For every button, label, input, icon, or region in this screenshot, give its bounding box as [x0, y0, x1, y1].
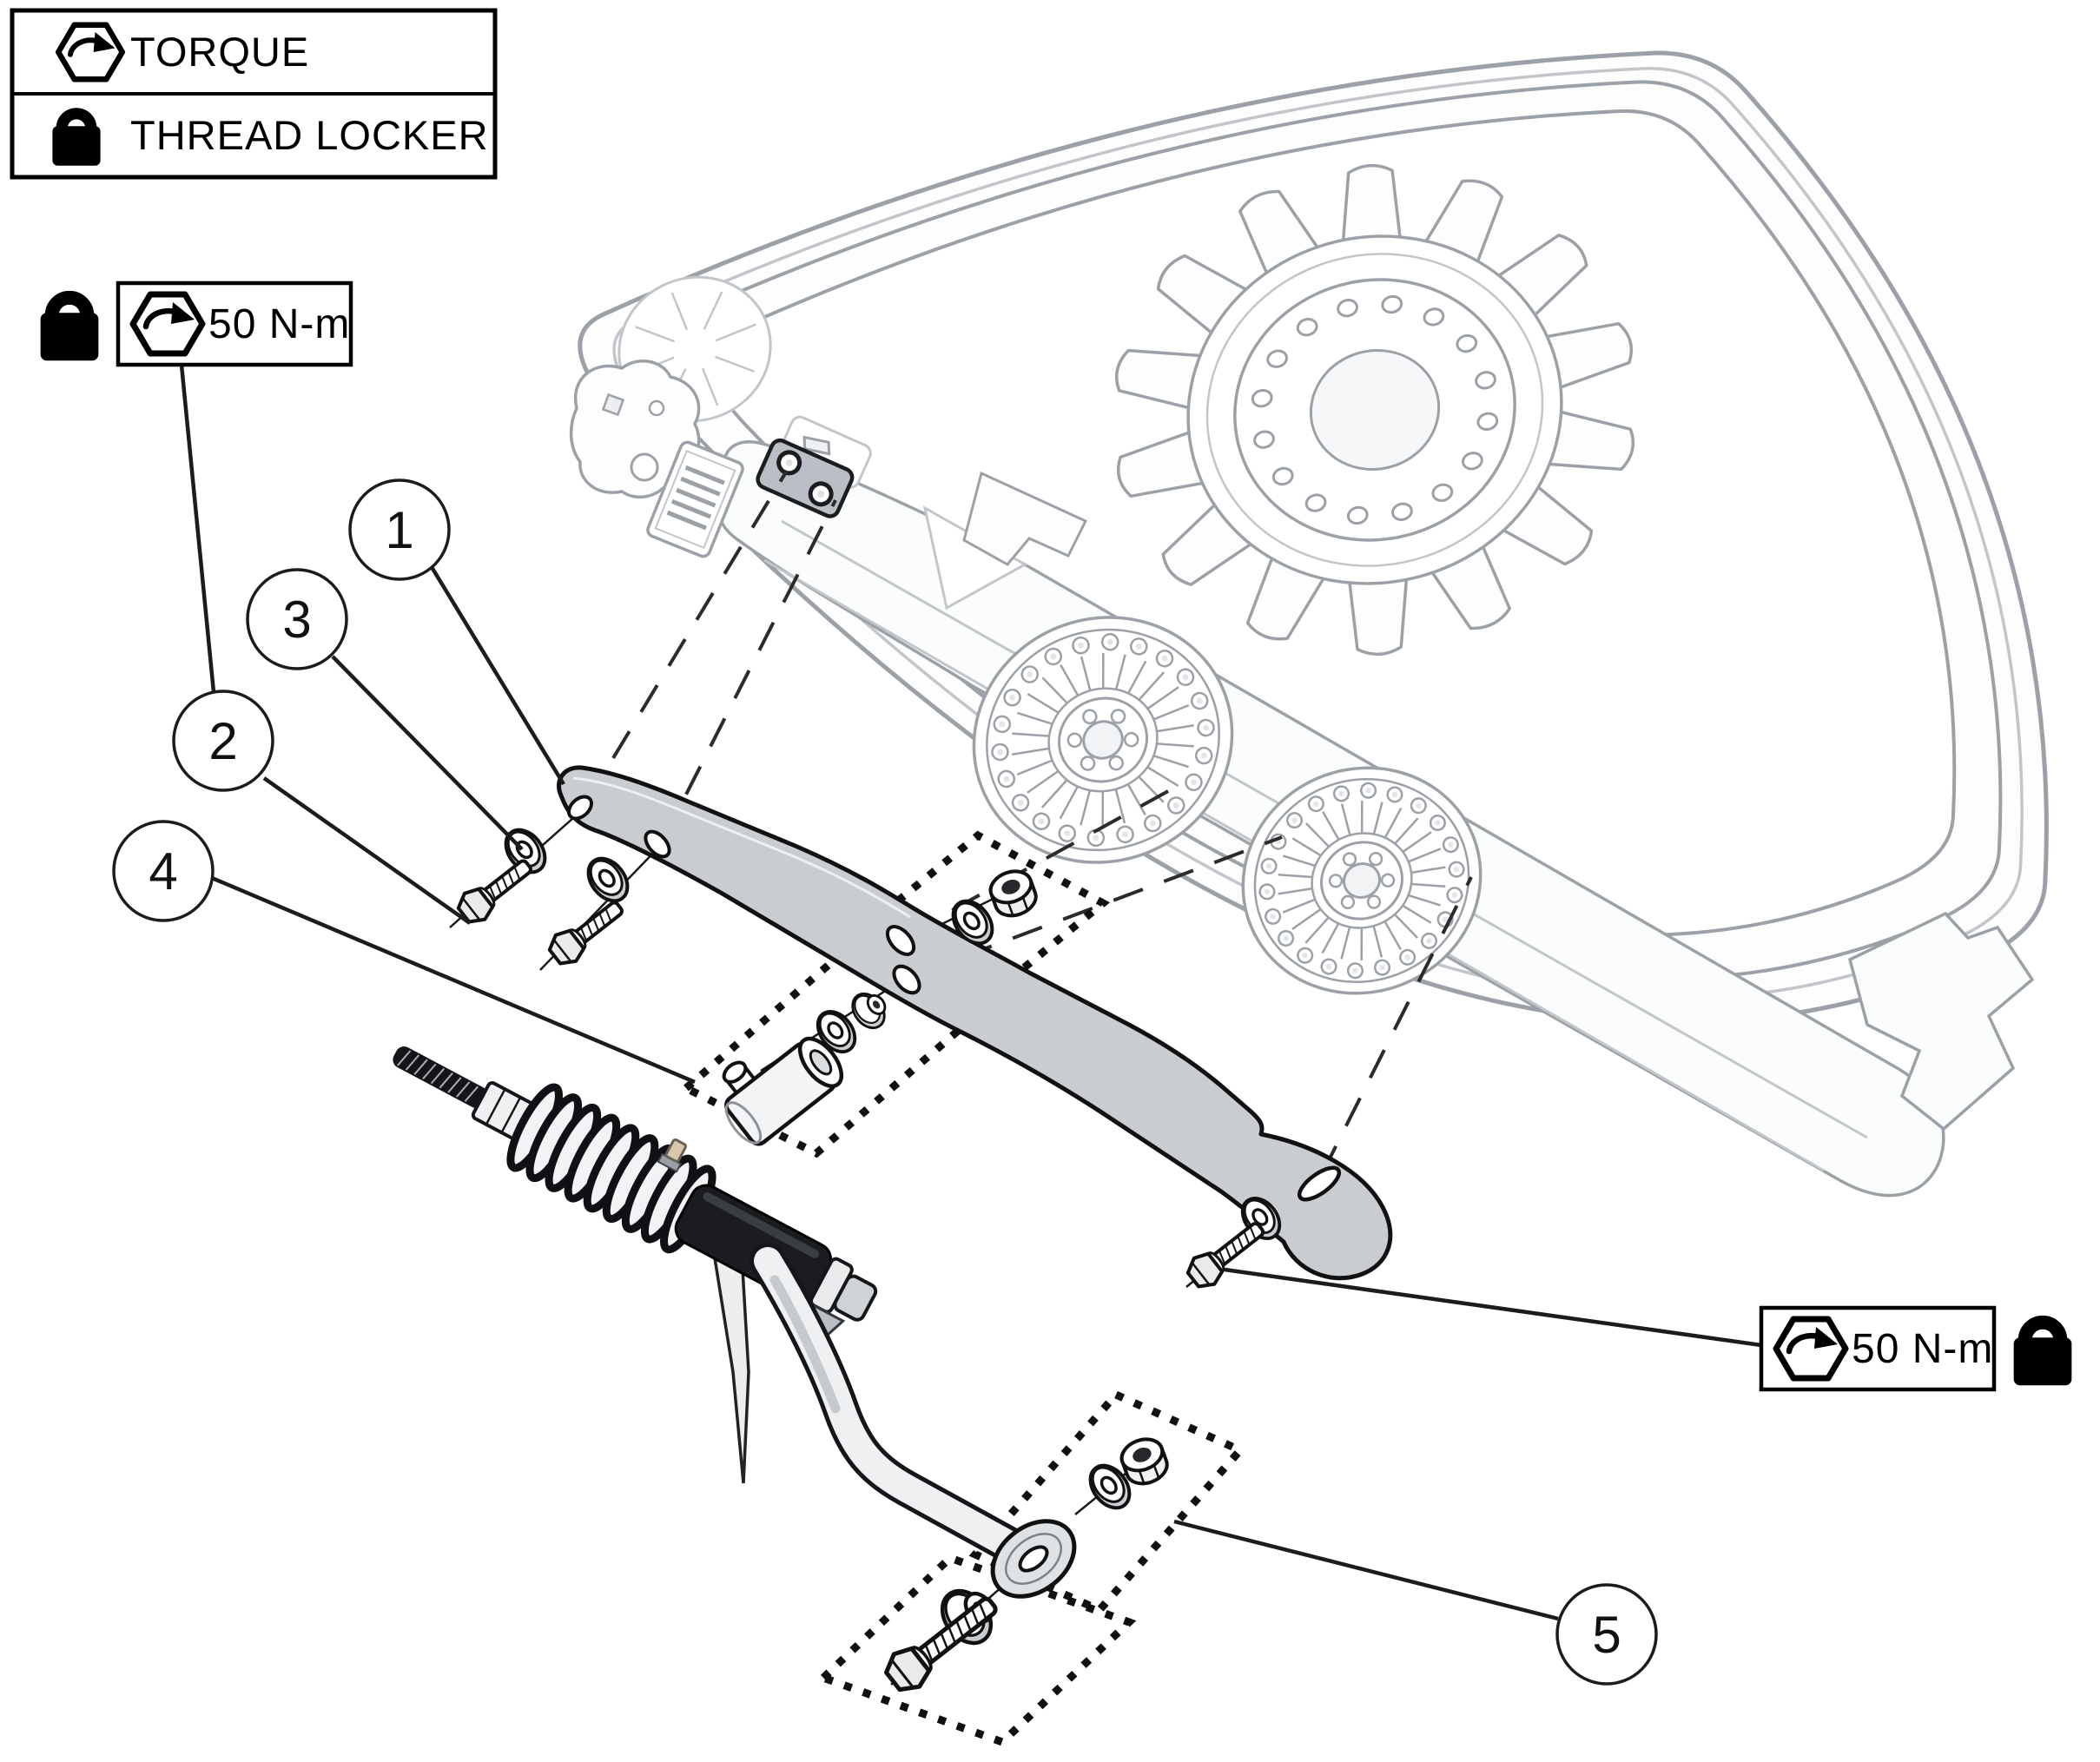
arm-slot-mid-1 [885, 925, 916, 956]
hex-bolt [547, 901, 624, 966]
hex-bolt [456, 859, 532, 924]
legend-box: TORQUE THREAD LOCKER [10, 8, 498, 180]
callout-2-number: 2 [208, 712, 237, 770]
stabilizer-bar-eye [990, 1519, 1077, 1599]
arm-hole-front [566, 795, 594, 821]
washer [1088, 1463, 1132, 1510]
callout-3: 3 [246, 568, 348, 670]
arm-slot-rear [1297, 1165, 1342, 1202]
hex-bolt [1185, 1221, 1265, 1289]
leader-lines [179, 364, 1762, 1621]
flanged-nut [851, 992, 887, 1030]
stabilizer-bar [750, 1243, 1077, 1599]
callout-5-number: 5 [1592, 1606, 1621, 1664]
thread-locker-icon [2014, 1323, 2072, 1386]
callout-1-number: 1 [385, 501, 413, 559]
torque-label-right: 50 N-m [1759, 1305, 2072, 1389]
legend-torque-label: TORQUE [130, 29, 309, 75]
torque-label-left: 50 N-m [41, 280, 353, 365]
legend-thread-locker-label: THREAD LOCKER [130, 112, 489, 158]
washer [951, 899, 994, 946]
arm-slot-front [644, 829, 671, 859]
lock-nut [988, 869, 1038, 918]
thread-locker-icon [41, 298, 99, 361]
hex-bolt [884, 1596, 998, 1693]
fasteners [456, 828, 1282, 1693]
arm-slot-mid-2 [892, 964, 921, 995]
ski-leg-blade [710, 1239, 750, 1484]
callout-1: 1 [348, 478, 451, 581]
lock-nut [1119, 1437, 1169, 1486]
callout-3-number: 3 [282, 591, 311, 649]
torque-value-right: 50 N-m [1852, 1326, 1993, 1372]
callout-4: 4 [112, 820, 215, 922]
group-box-center-upper [875, 830, 1111, 987]
torque-value-left: 50 N-m [208, 301, 350, 347]
group-box-bottom-left [816, 1553, 1137, 1747]
pivot-spacer [722, 1036, 844, 1146]
support-bracket-arm [557, 765, 1393, 1281]
callout-4-number: 4 [149, 842, 177, 901]
washer [816, 1010, 857, 1053]
washer [586, 856, 630, 903]
callout-5: 5 [1555, 1583, 1658, 1686]
track-assembly-drawing [569, 50, 2049, 1198]
callout-2: 2 [172, 690, 274, 792]
